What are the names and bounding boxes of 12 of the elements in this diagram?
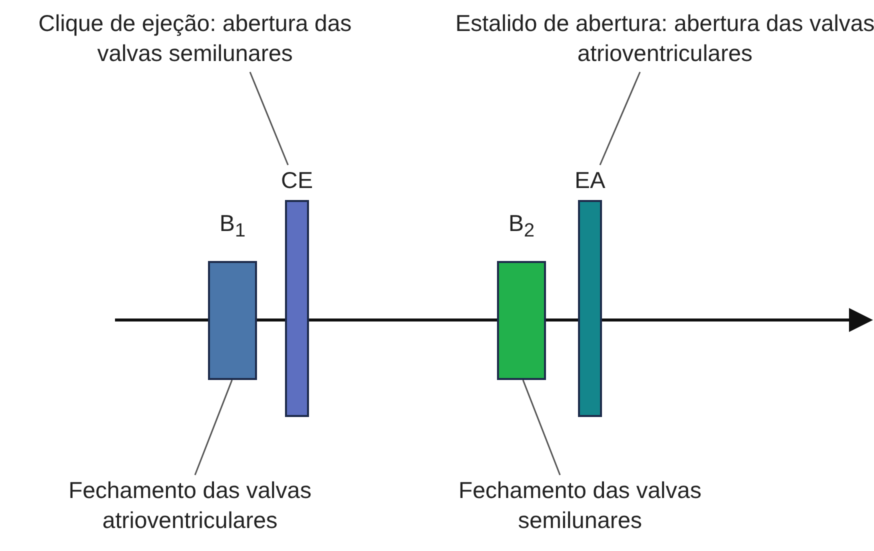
leader-line [599,72,641,166]
sound-label: EA [574,166,606,195]
leader-line [249,72,289,166]
callout-text: Estalido de abertura: abertura das valvas atrioventriculares [455,8,874,72]
sound-label: B$_{2}$ [508,209,536,244]
callout-text: Fechamento das valvas atrioventriculares [40,475,340,539]
leader-line [522,380,561,476]
sound-label: B$_{1}$ [218,209,246,244]
sound-label: CE [280,166,314,195]
leader-line [194,380,233,476]
callout-text: Clique de ejeção: abertura das valvas semilunares [5,8,385,72]
callout-text: Fechamento das valvas semilunares [430,475,730,539]
